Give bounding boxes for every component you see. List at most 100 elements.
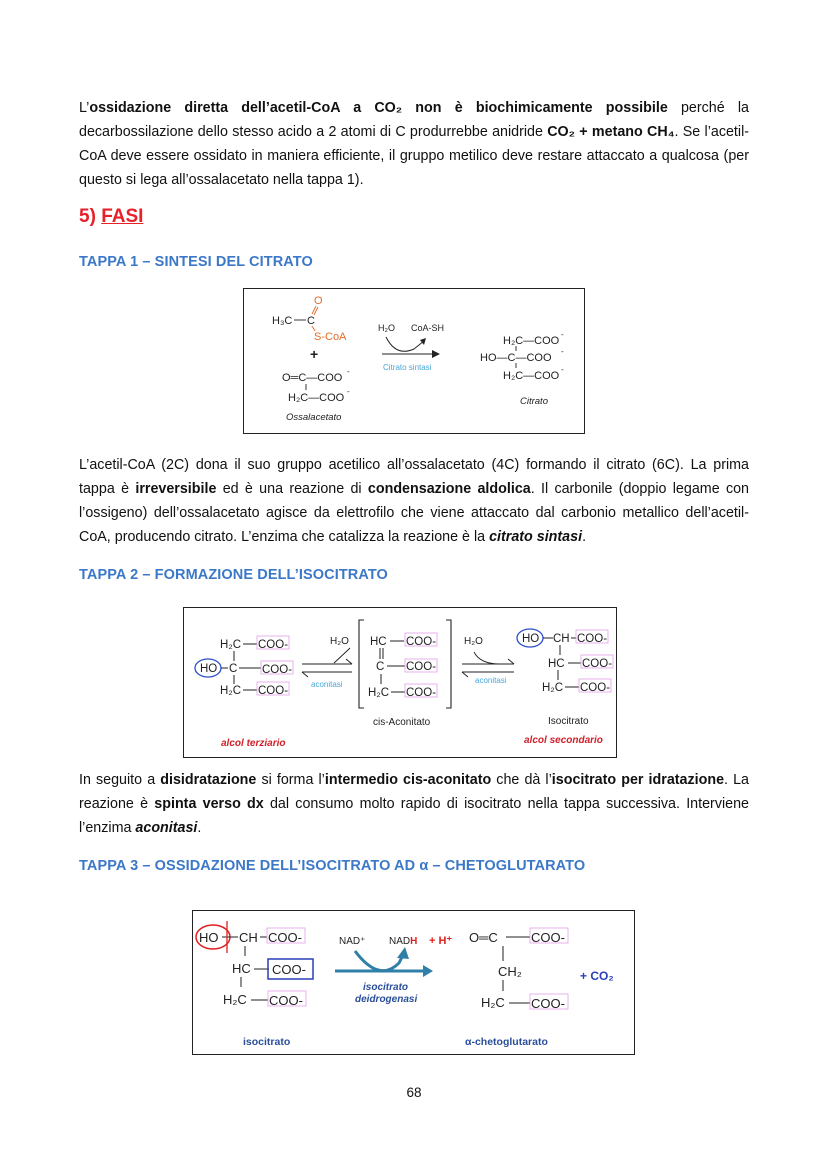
intro-text-3: . Se l’acetil-CoA deve essere ossidato i… bbox=[79, 124, 750, 188]
oxa-line2: H₂C—COO bbox=[288, 392, 345, 404]
right-ch: CH bbox=[553, 633, 570, 645]
coash-label: CoA-SH bbox=[411, 323, 444, 333]
oxa-label: Ossalacetato bbox=[286, 412, 341, 423]
step2-bold-1: disidratazione bbox=[160, 772, 257, 788]
step1-bold-3: citrato sintasi bbox=[489, 529, 583, 545]
tag-secondary-alcohol: alcol secondario bbox=[524, 735, 603, 746]
iso-coo-3: COO- bbox=[269, 993, 303, 1008]
step2-text-5: dal consumo molto rapido di isocitrato n… bbox=[79, 796, 749, 836]
enzyme-name-2: deidrogenasi bbox=[355, 994, 417, 1005]
intro-text-2: perché la decarbossilazione dello stesso… bbox=[79, 100, 749, 140]
nadh-arrowhead bbox=[397, 947, 409, 959]
isocitrate-name: isocitrato bbox=[243, 1036, 290, 1048]
mid-c: C bbox=[376, 661, 384, 673]
svg-text:NADH: NADH bbox=[389, 936, 417, 947]
co2-product: + CO₂ bbox=[580, 969, 614, 983]
iso-ho: HO bbox=[199, 930, 219, 945]
akg-name: α-chetoglutarato bbox=[465, 1036, 548, 1048]
acetyl-c: C bbox=[307, 315, 315, 327]
left-c: C bbox=[229, 663, 237, 675]
right-coo-1: COO- bbox=[577, 633, 607, 645]
citrate-charge-3: - bbox=[561, 365, 564, 374]
step2-figure: H₂C COO- HO C COO- H₂C COO- alcol terzia… bbox=[183, 607, 617, 758]
enzyme-aconitase-1: aconitasi bbox=[311, 680, 343, 689]
section-heading: 5) FASI bbox=[79, 206, 143, 228]
nad-plus: NAD⁺ bbox=[339, 936, 365, 947]
left-h2c-bottom: H₂C bbox=[220, 685, 241, 697]
step2-title: TAPPA 2 – FORMAZIONE DELL’ISOCITRATO bbox=[79, 567, 388, 583]
coash-arrowhead bbox=[420, 338, 426, 345]
step1-bold-1: irreversibile bbox=[135, 481, 217, 497]
right-h2c: H₂C bbox=[542, 682, 563, 694]
reaction-arrowhead bbox=[432, 350, 440, 358]
intro-bold-1: ossidazione diretta dell’acetil-CoA a CO… bbox=[89, 100, 668, 116]
acetyl-o: O bbox=[314, 295, 323, 307]
right-hc: HC bbox=[548, 658, 565, 670]
mid-hc: HC bbox=[370, 636, 387, 648]
nadh-prefix: NAD bbox=[389, 936, 410, 947]
intro-bold-2: CO₂ + metano CH₄ bbox=[547, 124, 675, 140]
akg-ch2: CH₂ bbox=[498, 964, 522, 979]
step3-figure: HO CH COO- HC COO- H₂C COO- isocitrato N… bbox=[192, 910, 635, 1055]
mid-h2c: H₂C bbox=[368, 687, 389, 699]
oxa-line1: O═C—COO bbox=[282, 372, 343, 384]
step2-text-2: si forma l’ bbox=[256, 772, 325, 788]
acetyl-h3c: H₃C bbox=[272, 315, 292, 327]
step2-text-1: In seguito a bbox=[79, 772, 161, 788]
step1-text-3: . Il carbonile (doppio legame con l’ossi… bbox=[79, 481, 749, 545]
step3-title: TAPPA 3 – OSSIDAZIONE DELL’ISOCITRATO AD… bbox=[79, 858, 586, 874]
akg-h2c: H₂C bbox=[481, 995, 505, 1010]
step2-text-6: . bbox=[197, 820, 202, 836]
step2-paragraph: In seguito a disidratazione si forma l’i… bbox=[79, 768, 749, 840]
mid-coo-3: COO- bbox=[406, 687, 436, 699]
step1-text-2: ed è una reazione di bbox=[216, 481, 368, 497]
iso-coo-1: COO- bbox=[268, 930, 302, 945]
section-number: 5) bbox=[79, 206, 96, 227]
step2-text-3: che dà l’ bbox=[491, 772, 552, 788]
akg-coo-2: COO- bbox=[531, 996, 565, 1011]
cis-aconitate-label: cis-Aconitato bbox=[373, 717, 431, 728]
left-ho: HO bbox=[200, 663, 217, 675]
h2o-2: H₂O bbox=[464, 636, 483, 647]
step2-bold-3: isocitrato per idratazione bbox=[551, 772, 725, 788]
plus-sign: + bbox=[310, 346, 318, 362]
enzyme-citrate-synthase: Citrato sintasi bbox=[383, 363, 432, 372]
citrate-line2: HO—C—COO bbox=[480, 352, 552, 364]
citrate-charge-1: - bbox=[561, 330, 564, 339]
left-coo-2: COO- bbox=[262, 664, 292, 676]
step1-paragraph: L’acetil-CoA (2C) dona il suo gruppo ace… bbox=[79, 453, 749, 549]
citrate-line1: H₂C—COO bbox=[503, 335, 560, 347]
mid-coo-1: COO- bbox=[406, 636, 436, 648]
step2-text-4: . La reazione è bbox=[79, 772, 749, 812]
step1-title: TAPPA 1 – SINTESI DEL CITRATO bbox=[79, 254, 313, 270]
intro-text-1: L’ bbox=[79, 100, 90, 116]
acetyl-scoa: S-CoA bbox=[314, 331, 347, 343]
citrate-label: Citrato bbox=[520, 396, 548, 407]
plus-proton: + H⁺ bbox=[429, 935, 452, 947]
step2-bold-5: aconitasi bbox=[135, 820, 198, 836]
iso-hc: HC bbox=[232, 961, 251, 976]
enzyme-name-1: isocitrato bbox=[363, 982, 408, 993]
step1-text-1: L’acetil-CoA (2C) dona il suo gruppo ace… bbox=[79, 457, 749, 497]
citrate-charge-2: - bbox=[561, 347, 564, 356]
oxa-charge-2: - bbox=[347, 387, 350, 396]
oxa-charge-1: - bbox=[347, 367, 350, 376]
step2-bold-4: spinta verso dx bbox=[154, 796, 264, 812]
right-coo-2: COO- bbox=[582, 658, 612, 670]
isocitrate-formation-diagram: H₂C COO- HO C COO- H₂C COO- alcol terzia… bbox=[194, 619, 614, 749]
main-arrowhead bbox=[423, 965, 433, 977]
left-coo-3: COO- bbox=[258, 685, 288, 697]
right-ho: HO bbox=[522, 633, 539, 645]
iso-h2c: H₂C bbox=[223, 992, 247, 1007]
h2o-1: H₂O bbox=[330, 636, 349, 647]
akg-o-eq-c: O═C bbox=[469, 930, 498, 945]
right-coo-3: COO- bbox=[580, 682, 610, 694]
isocitrate-label: Isocitrato bbox=[548, 716, 589, 727]
enzyme-aconitase-2: aconitasi bbox=[475, 676, 507, 685]
h2o-label: H₂O bbox=[378, 323, 395, 333]
akg-coo-1: COO- bbox=[531, 930, 565, 945]
step2-bold-2: intermedio cis-aconitato bbox=[324, 772, 492, 788]
page-number: 68 bbox=[406, 1085, 422, 1100]
iso-ch: CH bbox=[239, 930, 258, 945]
section-title-text: FASI bbox=[101, 206, 144, 227]
